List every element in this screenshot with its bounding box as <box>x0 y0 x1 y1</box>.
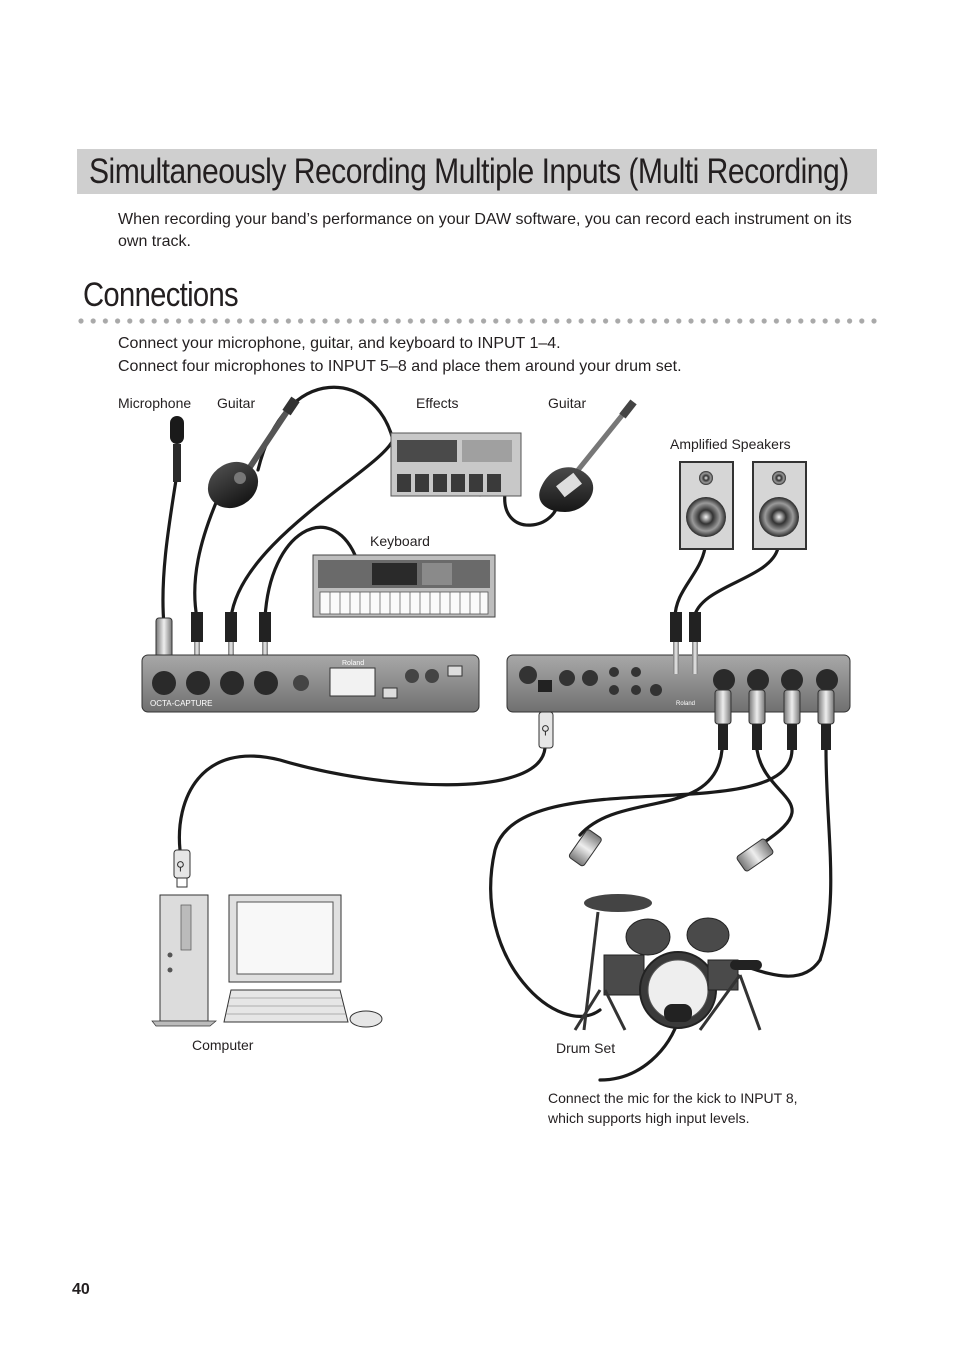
speaker-right-icon <box>752 461 807 550</box>
instruction-line: Connect your microphone, guitar, and key… <box>118 335 561 352</box>
section-title: Connections <box>83 276 239 314</box>
cable-keyboard <box>263 525 357 620</box>
instructions: Connect your microphone, guitar, and key… <box>118 332 682 378</box>
page-number: 40 <box>72 1281 90 1298</box>
drum-set-icon <box>573 894 762 1031</box>
instruction-line: Connect four microphones to INPUT 5–8 an… <box>118 358 682 375</box>
xlr-plug-loose-left <box>568 829 602 867</box>
speaker-left-icon <box>679 461 734 550</box>
front-brand-text: Roland <box>342 660 364 667</box>
label-keyboard: Keyboard <box>370 533 430 549</box>
label-electric-guitar: Guitar <box>548 395 587 411</box>
rear-brand-text: Roland <box>676 701 695 707</box>
page-title: Simultaneously Recording Multiple Inputs… <box>89 152 849 191</box>
computer-mouse-icon <box>349 1010 383 1028</box>
cable-input-8 <box>598 748 833 1082</box>
acoustic-guitar-icon <box>207 396 300 509</box>
effects-unit-icon <box>390 432 522 497</box>
usb-plug-computer: ⚲ <box>173 849 191 888</box>
label-microphone: Microphone <box>118 395 192 411</box>
octa-capture-front-panel: Roland OCTA-CAPTURE <box>141 654 480 713</box>
usb-plug-device: ⚲ <box>538 711 554 749</box>
computer-tower-icon <box>151 894 217 1027</box>
computer-keyboard-icon <box>223 989 349 1023</box>
kick-mic-note: Connect the mic for the kick to INPUT 8,… <box>548 1090 798 1126</box>
cable-speaker-left <box>673 546 707 620</box>
cable-usb <box>177 746 547 852</box>
page-title-bar: Simultaneously Recording Multiple Inputs… <box>77 149 877 194</box>
label-acoustic-guitar: Guitar <box>217 395 256 411</box>
cable-microphone <box>161 478 178 627</box>
label-computer: Computer <box>192 1037 254 1053</box>
xlr-plug-loose-right <box>736 838 774 872</box>
label-effects: Effects <box>416 395 459 411</box>
svg-text:⚲: ⚲ <box>176 859 185 873</box>
intro-text: When recording your band’s performance o… <box>118 211 852 250</box>
cable-acoustic-guitar <box>193 496 220 620</box>
cable-speaker-right <box>692 546 780 620</box>
rear-xlr-plugs <box>714 689 835 750</box>
cable-input-5 <box>578 748 724 837</box>
cable-input-7 <box>489 748 794 1018</box>
computer-monitor-icon <box>228 894 342 983</box>
dotted-divider <box>78 317 878 325</box>
cable-input-6 <box>755 748 794 847</box>
keyboard-synth-icon <box>312 554 496 618</box>
front-model-text: OCTA-CAPTURE <box>150 699 213 708</box>
label-amplified-speakers: Amplified Speakers <box>670 436 791 452</box>
rear-output-plugs <box>670 612 701 674</box>
label-drum-set: Drum Set <box>556 1040 616 1056</box>
microphone-icon <box>170 416 184 482</box>
electric-guitar-icon <box>539 399 637 512</box>
svg-text:⚲: ⚲ <box>541 723 550 737</box>
